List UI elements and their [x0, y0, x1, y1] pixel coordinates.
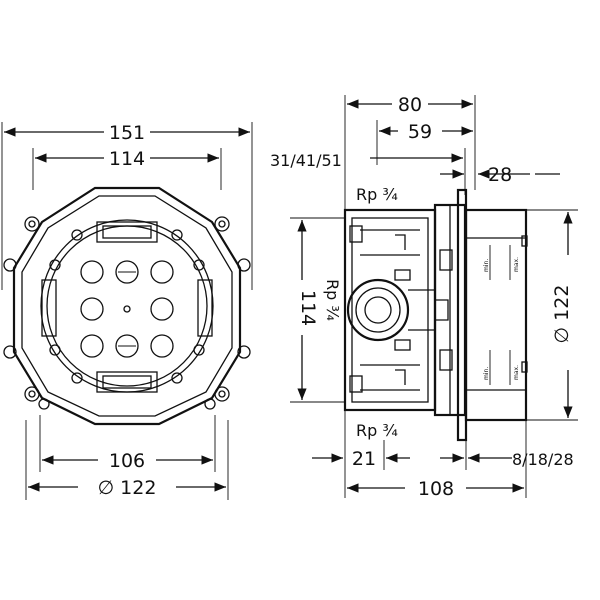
cover-box	[464, 208, 528, 422]
thread-label-bottom: Rp ¾	[356, 421, 398, 440]
right-bracket	[197, 279, 213, 337]
label-min-bottom: min.	[483, 367, 490, 380]
bottom-bracket-inner	[102, 375, 152, 389]
dim-108-label: 108	[418, 478, 454, 500]
thread-label-mid: Rp ¾	[323, 279, 342, 321]
dim-151-label: 151	[109, 122, 145, 144]
housing-outline	[12, 186, 242, 426]
central-connector-outer	[346, 278, 410, 342]
label-min-top: min.	[483, 259, 490, 272]
dim-80-label: 80	[398, 94, 422, 116]
housing-inner-outline	[21, 195, 233, 417]
dim-106-label: 106	[109, 450, 145, 472]
label-max-bottom: max.	[513, 365, 520, 380]
front-view: 151 114	[1, 122, 253, 500]
central-connector-inner	[364, 296, 392, 324]
bottom-bracket	[96, 371, 158, 393]
dim-114-vertical-label: 114	[297, 290, 319, 326]
dim-28-label: 28	[488, 164, 512, 186]
top-bracket	[96, 221, 158, 243]
dim-21-label: 21	[352, 448, 376, 470]
dim-122-label: ∅ 122	[98, 477, 157, 499]
dim-8-18-28-label: 8/18/28	[512, 450, 574, 469]
dim-114-label: 114	[109, 148, 145, 170]
top-bracket-inner	[102, 225, 152, 239]
valve-body-inner	[351, 217, 429, 403]
mounting-tabs	[3, 216, 251, 410]
label-max-top: max.	[513, 257, 520, 272]
dim-59-label: 59	[408, 121, 432, 143]
thread-label-top: Rp ¾	[356, 185, 398, 204]
dim-122-vertical-label: ∅ 122	[551, 285, 573, 344]
side-view: 80 59 31/41/51 28 Rp ¾	[270, 94, 578, 500]
dim-31-41-51-label: 31/41/51	[270, 151, 342, 170]
left-bracket	[41, 279, 57, 337]
port-grid	[80, 260, 174, 358]
central-connector-mid	[355, 287, 401, 333]
ring-screws	[49, 229, 205, 384]
internal-ribs	[349, 225, 420, 393]
valve-body	[343, 208, 437, 412]
